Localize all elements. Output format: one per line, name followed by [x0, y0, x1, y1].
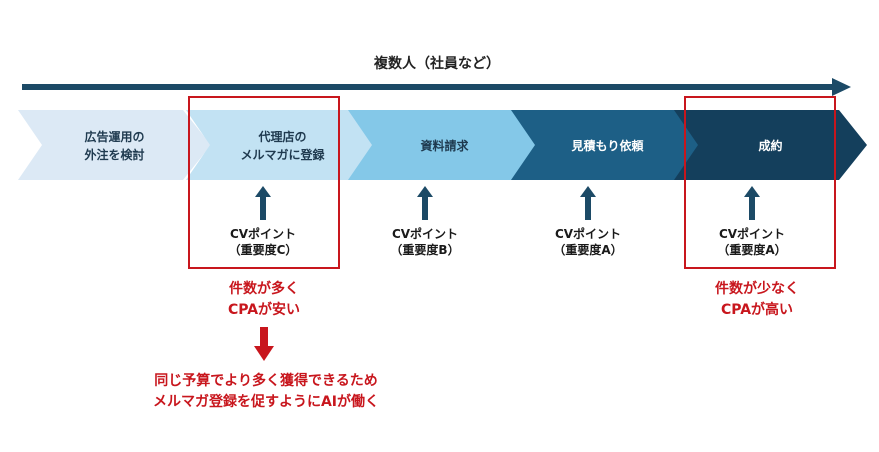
timeline-arrow-head [832, 78, 851, 96]
cv-arrow-3 [585, 196, 591, 220]
cv-arrow-2 [422, 196, 428, 220]
cv-point-4-label: CVポイント [719, 226, 785, 241]
chevron-step-2-label: 代理店の [257, 129, 306, 144]
note-bottom-line2: メルマガ登録を促すようにAIが働く [153, 393, 379, 410]
note-right-line2: CPAが高い [721, 301, 793, 318]
cv-point-3-label: CVポイント [555, 226, 621, 241]
cv-point-1-label: （重要度C） [229, 242, 298, 257]
chevron-step-3 [348, 110, 541, 180]
chevron-step-4 [511, 110, 704, 180]
timeline-arrow-shaft [22, 84, 834, 90]
chevron-step-5 [674, 110, 867, 180]
chevron-step-1-label: 外注を検討 [84, 147, 144, 162]
highlight-box-contract [684, 96, 836, 269]
chevron-step-5-label: 成約 [758, 138, 782, 153]
cv-point-row: CVポイント（重要度C）CVポイント（重要度B）CVポイント（重要度A）CVポイ… [229, 186, 787, 257]
down-arrow-head [254, 346, 274, 361]
note-left-line1: 件数が多く [229, 280, 299, 297]
cv-arrow-head-4 [744, 186, 760, 197]
note-right-line1: 件数が少なく [715, 280, 799, 297]
cv-point-2-label: CVポイント [392, 226, 458, 241]
note-bottom-line1: 同じ予算でより多く獲得できるため [154, 372, 377, 389]
cv-arrow-1 [260, 196, 266, 220]
cv-point-3-label: （重要度A） [553, 242, 622, 257]
highlight-box-newsletter [188, 96, 340, 269]
chevron-step-2 [186, 110, 379, 180]
cv-arrow-head-1 [255, 186, 271, 197]
cv-arrow-head-2 [417, 186, 433, 197]
note-left-line2: CPAが安い [228, 301, 300, 318]
chevron-step-1 [18, 110, 211, 180]
chevron-step-1-label: 広告運用の [84, 129, 144, 144]
chevron-step-3-label: 資料請求 [420, 138, 469, 153]
timeline-title: 複数人（社員など） [373, 55, 500, 72]
cv-point-2-label: （重要度B） [390, 242, 459, 257]
chevron-step-2-label: メルマガに登録 [240, 147, 325, 162]
cv-point-1-label: CVポイント [230, 226, 296, 241]
cv-arrow-head-3 [580, 186, 596, 197]
chevron-step-4-label: 見積もり依頼 [570, 138, 644, 153]
down-arrow-shaft [260, 327, 268, 347]
cv-point-4-label: （重要度A） [717, 242, 786, 257]
cv-arrow-4 [749, 196, 755, 220]
